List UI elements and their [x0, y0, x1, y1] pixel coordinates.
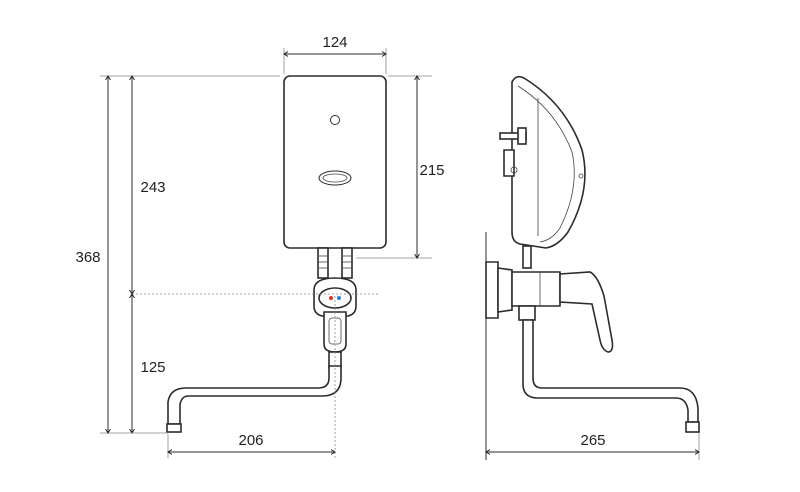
indicator-lamp: [330, 115, 340, 125]
heater-body-front: [283, 75, 387, 249]
mixer-lever: [559, 271, 614, 353]
heater-logo-plate: [318, 170, 352, 186]
hot-indicator: [329, 296, 333, 300]
dim-265-label: 265: [580, 432, 605, 449]
connection-pipes-front: [317, 247, 353, 279]
side-dimensions: 265: [486, 432, 699, 460]
side-view: [485, 75, 700, 460]
dim-368-label: 368: [75, 249, 100, 266]
mixer-front: [313, 277, 357, 369]
dim-206-label: 206: [238, 432, 263, 449]
spout-front: [167, 365, 342, 425]
dim-124-label: 124: [322, 34, 347, 51]
front-dimensions: 124 215 243 125 368 206: [75, 34, 445, 458]
cold-indicator: [337, 296, 341, 300]
front-view: [166, 75, 387, 433]
dim-215-label: 215: [419, 162, 444, 179]
dim-125-label: 125: [140, 359, 165, 376]
mixer-side: [511, 271, 561, 307]
heater-body-side: [511, 75, 586, 249]
dim-243-label: 243: [140, 179, 165, 196]
